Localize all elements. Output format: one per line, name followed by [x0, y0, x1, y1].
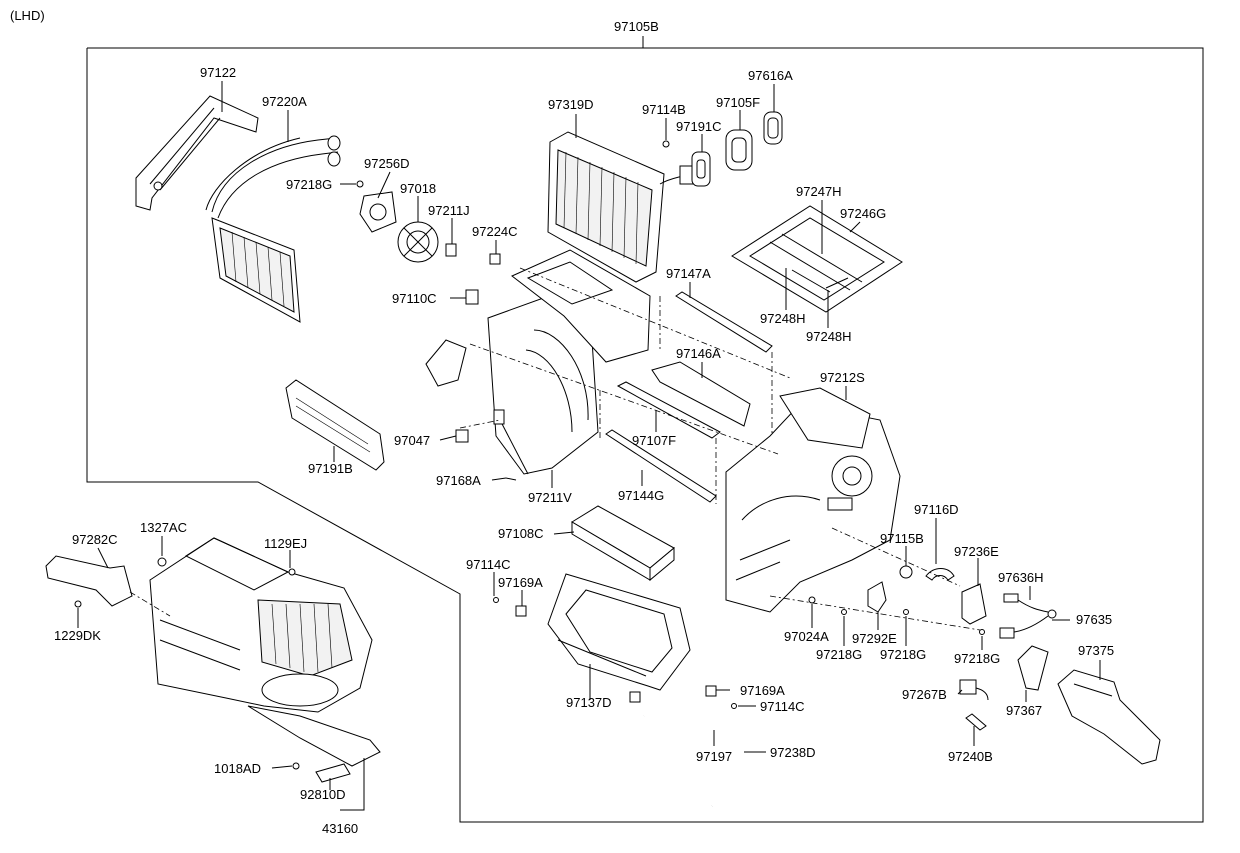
- label-97197: 97197: [696, 749, 732, 764]
- label-97319D: 97319D: [548, 97, 594, 112]
- part-97146A-panel: [651, 361, 751, 427]
- label-97137D: 97137D: [566, 695, 612, 710]
- label-97240B: 97240B: [948, 749, 993, 764]
- label-97218G-top: 97218G: [286, 177, 332, 192]
- part-97115B-bush: [899, 565, 913, 579]
- part-97319D-evaporator: [547, 131, 695, 283]
- part-97137D-lower-case: [547, 573, 691, 691]
- label-97024A: 97024A: [784, 629, 829, 644]
- label-1229DK: 1229DK: [54, 628, 101, 643]
- label-97114C-b: 97114C: [760, 699, 805, 714]
- part-97191B-filter: [285, 379, 385, 471]
- part-97168A-pin: [505, 477, 517, 481]
- part-97375-duct: [1057, 669, 1161, 765]
- assembly-frame: [86, 47, 1204, 823]
- part-97616A-ring: [763, 111, 783, 145]
- part-97108C-tray: [571, 505, 675, 582]
- label-97256D: 97256D: [364, 156, 410, 171]
- label-97224C: 97224C: [472, 224, 518, 239]
- part-1129EJ-bolt: [288, 568, 296, 576]
- label-97191B: 97191B: [308, 461, 353, 476]
- small-fasteners-top: [356, 180, 501, 305]
- label-97110C: 97110C: [392, 291, 437, 306]
- label-97108C: 97108C: [498, 526, 544, 541]
- small-fasteners-lower: [493, 596, 985, 709]
- label-97218G-c: 97218G: [880, 647, 926, 662]
- label-97211V: 97211V: [528, 490, 572, 505]
- label-97114B: 97114B: [642, 102, 686, 117]
- part-97246G-filter-frame: [731, 205, 903, 313]
- label-1018AD: 1018AD: [214, 761, 261, 776]
- part-97147A-strip: [675, 291, 773, 353]
- part-97240B-clip: [965, 713, 987, 731]
- label-97292E: 97292E: [852, 631, 897, 646]
- label-97367: 97367: [1006, 703, 1042, 718]
- label-97220A: 97220A: [262, 94, 307, 109]
- label-97246G: 97246G: [840, 206, 886, 221]
- label-97247H: 97247H: [796, 184, 842, 199]
- label-97238D: 97238D: [770, 745, 816, 760]
- part-97047-clip: [455, 429, 469, 443]
- part-97236E-actuator: [961, 583, 987, 625]
- label-43160: 43160: [322, 821, 358, 836]
- part-97267B-sensor: [959, 679, 977, 695]
- label-97169A-b: 97169A: [740, 683, 785, 698]
- part-97635-sensor-wire: [999, 593, 1057, 639]
- label-97144G: 97144G: [618, 488, 664, 503]
- label-97375: 97375: [1078, 643, 1114, 658]
- part-97211V-housing-left: [487, 249, 651, 475]
- part-97191C-gasket: [691, 151, 711, 187]
- part-1229DK-screw: [74, 600, 82, 608]
- part-97122-bracket: [135, 95, 259, 211]
- part-43160-heater-unit-assembly: [45, 537, 381, 783]
- label-97116D: 97116D: [914, 502, 959, 517]
- label-97282C: 97282C: [72, 532, 118, 547]
- label-97212S: 97212S: [820, 370, 865, 385]
- label-92810D: 92810D: [300, 787, 346, 802]
- assembly-dash-lines: [129, 267, 981, 631]
- label-97248H-b: 97248H: [806, 329, 852, 344]
- part-97018-motor: [397, 221, 439, 263]
- label-97211J: 97211J: [428, 203, 470, 218]
- part-97197-97238D-hose: [643, 707, 744, 808]
- variant-label: (LHD): [10, 8, 45, 23]
- label-97122: 97122: [200, 65, 236, 80]
- label-97635: 97635: [1076, 612, 1112, 627]
- label-97267B: 97267B: [902, 687, 947, 702]
- label-97107F: 97107F: [632, 433, 676, 448]
- part-97256D-actuator: [359, 191, 397, 233]
- label-97047: 97047: [394, 433, 430, 448]
- part-1327AC-nut: [157, 557, 167, 567]
- part-97105F-seal: [725, 129, 753, 171]
- label-97236E: 97236E: [954, 544, 999, 559]
- label-97248H-a: 97248H: [760, 311, 806, 326]
- label-97018: 97018: [400, 181, 436, 196]
- part-97292E-bracket: [867, 581, 887, 613]
- label-97147A: 97147A: [666, 266, 711, 281]
- label-97169A-a: 97169A: [498, 575, 543, 590]
- part-97116D-clip: [925, 568, 955, 581]
- label-97636H: 97636H: [998, 570, 1044, 585]
- label-97115B: 97115B: [880, 531, 924, 546]
- label-1129EJ: 1129EJ: [264, 536, 307, 551]
- part-1018AD-bolt: [292, 762, 300, 770]
- label-1327AC: 1327AC: [140, 520, 187, 535]
- label-97114C-a: 97114C: [466, 557, 511, 572]
- part-97212S-housing-right: [725, 387, 901, 613]
- part-97367-duct: [1017, 645, 1049, 691]
- part-97220A-heater-core: [205, 135, 341, 323]
- label-97616A: 97616A: [748, 68, 793, 83]
- label-97105F: 97105F: [716, 95, 760, 110]
- part-labels: 97122 97220A 97256D 97218G 97018 97211J …: [54, 65, 1114, 836]
- label-97168A: 97168A: [436, 473, 481, 488]
- label-97218G-d: 97218G: [954, 651, 1000, 666]
- part-duct-adapter: [425, 339, 467, 387]
- label-97191C: 97191C: [676, 119, 722, 134]
- assembly-code-label: 97105B: [614, 19, 659, 34]
- label-97218G-b: 97218G: [816, 647, 862, 662]
- leader-lines: [77, 81, 1101, 811]
- label-97146A: 97146A: [676, 346, 721, 361]
